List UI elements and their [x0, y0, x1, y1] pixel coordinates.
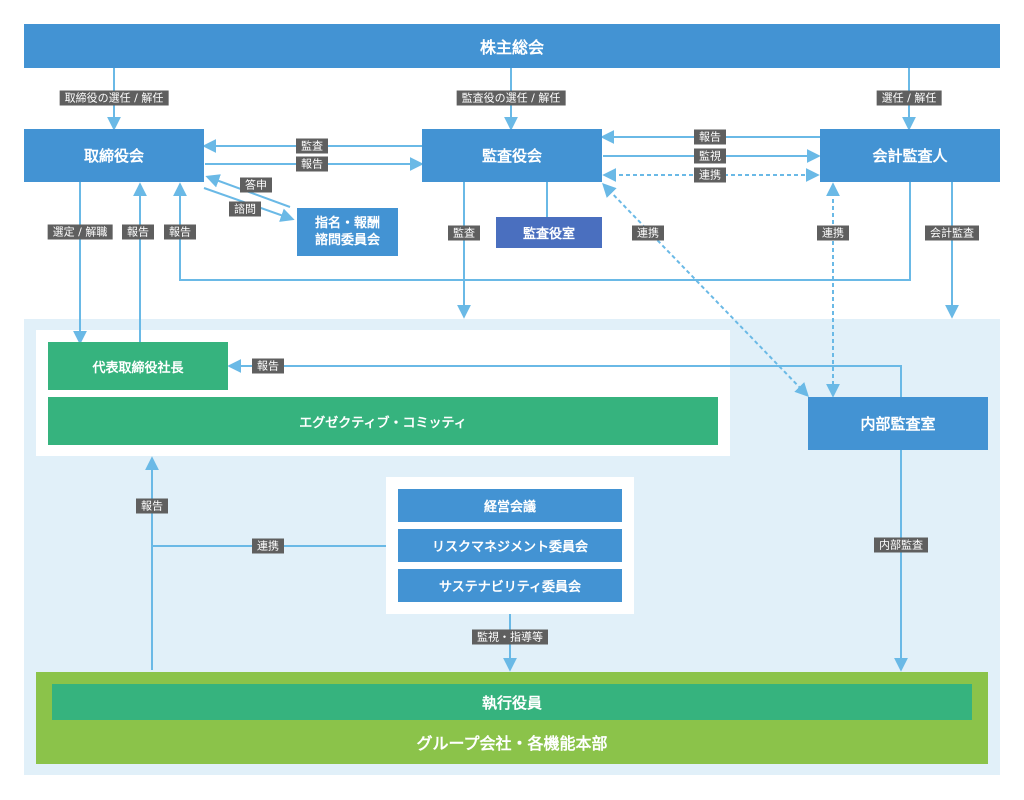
nomination-compensation-committee-box: 指名・報酬 諮問委員会 [297, 208, 398, 256]
label-monitor-acc: 監視 [694, 148, 726, 164]
line-coop-audit-internal [602, 182, 809, 398]
audit-board-box: 監査役会 [422, 129, 602, 182]
internal-audit-office-box: 内部監査室 [808, 397, 988, 450]
label-accountant-appointment: 選任 / 解任 [876, 90, 942, 106]
shareholders-meeting-box: 株主総会 [24, 24, 1000, 68]
sustainability-committee-box: サステナビリティ委員会 [398, 569, 622, 602]
audit-office-box: 監査役室 [496, 217, 602, 248]
label-coop-audit-internal: 連携 [632, 225, 664, 241]
label-coop-meetings: 連携 [252, 538, 284, 554]
label-report-to-audit: 報告 [296, 156, 328, 172]
executive-committee-box: エグゼクティブ・コミッティ [48, 397, 718, 445]
label-select-dismiss: 選定 / 解職 [47, 224, 113, 240]
label-answer: 答申 [240, 177, 272, 193]
label-inquiry: 諮問 [229, 201, 261, 217]
accounting-auditor-box: 会計監査人 [820, 129, 1000, 182]
label-report-president-board: 報告 [122, 224, 154, 240]
president-box: 代表取締役社長 [48, 342, 228, 390]
label-report-internal-board: 報告 [164, 224, 196, 240]
risk-management-committee-box: リスクマネジメント委員会 [398, 529, 622, 562]
executive-officers-box: 執行役員 [52, 684, 972, 720]
label-audit-to-board: 監査 [296, 138, 328, 154]
group-companies-label: グループ会社・各機能本部 [416, 734, 608, 753]
management-meeting-box: 経営会議 [398, 489, 622, 522]
label-report-internal-president: 報告 [252, 358, 284, 374]
label-audit-down: 監査 [448, 225, 480, 241]
label-internal-audit: 内部監査 [874, 537, 928, 553]
label-report-exec: 報告 [136, 498, 168, 514]
label-coop-audit-acc: 連携 [694, 167, 726, 183]
label-monitor-guidance: 監視・指導等 [472, 629, 548, 645]
label-coop-acc-internal: 連携 [817, 225, 849, 241]
label-auditor-appointment: 監査役の選任 / 解任 [456, 90, 566, 106]
label-board-appointment: 取締役の選任 / 解任 [59, 90, 169, 106]
label-accounting-audit: 会計監査 [925, 225, 979, 241]
line-report-internal-president [227, 359, 902, 397]
board-of-directors-box: 取締役会 [24, 129, 204, 182]
label-report-acc-to-audit: 報告 [694, 129, 726, 145]
